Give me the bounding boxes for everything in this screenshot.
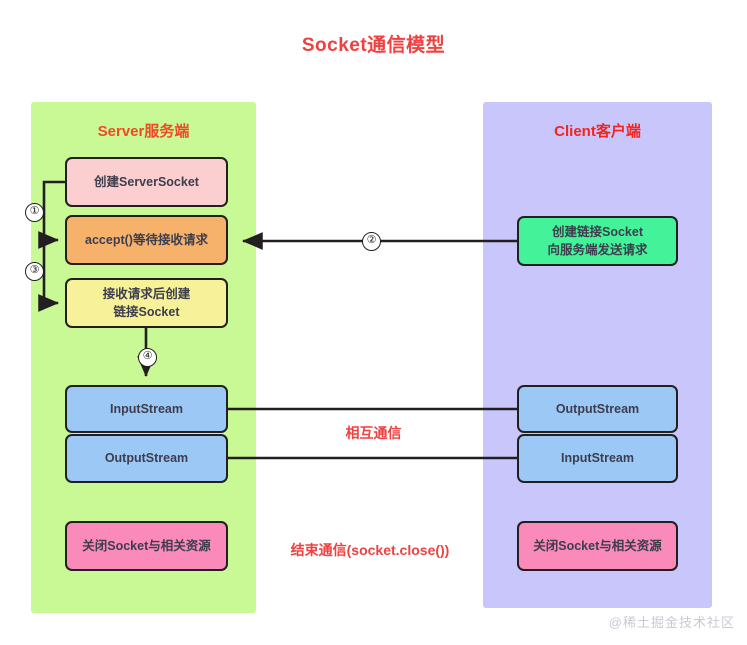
server-box-create-serversocket[interactable]: 创建ServerSocket: [65, 157, 228, 207]
step-badge-3: ③: [25, 262, 44, 281]
server-box-close-socket[interactable]: 关闭Socket与相关资源: [65, 521, 228, 571]
client-box-input-stream-label: InputStream: [561, 451, 634, 466]
server-box-make-socket[interactable]: 接收请求后创建 链接Socket: [65, 278, 228, 328]
client-box-create-connection-line2: 向服务端发送请求: [547, 243, 648, 257]
label-close-communication: 结束通信(socket.close()): [290, 542, 450, 558]
client-box-output-stream-label: OutputStream: [555, 401, 640, 416]
step-badge-1: ①: [25, 203, 44, 222]
server-box-close-socket-label: 关闭Socket与相关资源: [82, 538, 211, 553]
server-box-accept-wait[interactable]: accept()等待接收请求: [65, 215, 228, 265]
server-box-input-stream[interactable]: InputStream: [65, 385, 228, 433]
step-badge-2: ②: [362, 232, 381, 251]
server-box-make-socket-line1: 接收请求后创建: [102, 286, 191, 301]
page-title: Socket通信模型: [301, 35, 446, 56]
client-box-create-connection[interactable]: 创建链接Socket 向服务端发送请求: [517, 216, 678, 266]
label-mutual-communication: 相互通信: [345, 425, 402, 441]
server-box-output-stream[interactable]: OutputStream: [65, 434, 228, 483]
server-panel-title: Server服务端: [97, 123, 190, 140]
client-box-close-socket-label: 关闭Socket与相关资源: [533, 538, 662, 553]
client-box-output-stream[interactable]: OutputStream: [517, 385, 678, 433]
client-panel-title: Client客户端: [554, 123, 641, 140]
server-box-make-socket-label: 接收请求后创建 链接Socket: [103, 285, 191, 321]
server-box-create-serversocket-label: 创建ServerSocket: [94, 174, 199, 189]
client-box-input-stream[interactable]: InputStream: [517, 434, 678, 483]
server-box-output-stream-label: OutputStream: [104, 451, 189, 466]
server-box-make-socket-line2: 链接Socket: [113, 305, 180, 319]
client-box-close-socket[interactable]: 关闭Socket与相关资源: [517, 521, 678, 571]
step-badge-4: ④: [138, 348, 157, 367]
client-box-create-connection-label: 创建链接Socket 向服务端发送请求: [547, 223, 647, 259]
server-box-input-stream-label: InputStream: [110, 401, 183, 416]
client-box-create-connection-line1: 创建链接Socket: [551, 224, 643, 239]
server-box-accept-wait-label: accept()等待接收请求: [85, 232, 208, 247]
watermark: @稀土掘金技术社区: [608, 615, 735, 630]
